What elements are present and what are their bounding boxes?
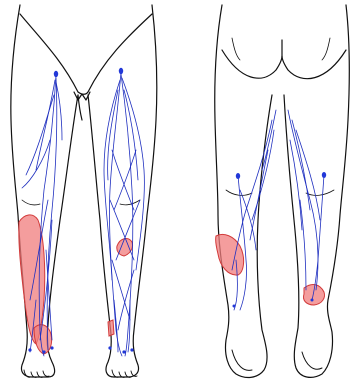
lesion-left-ankle [34, 325, 52, 354]
posterior-left-leg-outline [215, 5, 272, 377]
lesion-left-calf-posterior [216, 234, 244, 275]
anterior-groin-line [20, 14, 152, 94]
posterior-right-leg-outline [284, 5, 349, 377]
node-right-ankle-b [122, 350, 125, 353]
posterior-buttocks [222, 50, 346, 79]
lesion-right-heel-posterior [303, 285, 324, 305]
anterior-left-leg-outline [11, 5, 78, 377]
node-right-ankle-c [130, 348, 133, 351]
anterior-lesions [19, 215, 133, 354]
node-right-ankle-a [108, 346, 111, 349]
anterior-right-leg-outline [88, 5, 157, 377]
node-left-ankle-a [28, 348, 31, 351]
node-left-groin [54, 71, 58, 77]
posterior-left-heel [232, 350, 252, 370]
posterior-vein-network [232, 110, 324, 310]
node-right-heel [311, 299, 314, 302]
node-left-heel [233, 305, 236, 308]
node-left-popliteal [236, 173, 240, 179]
posterior-legs-panel [215, 5, 350, 377]
node-left-ankle-c [50, 346, 53, 349]
lesion-right-ankle-small [108, 320, 114, 336]
lesion-right-calf [117, 239, 133, 256]
posterior-right-heel [302, 352, 322, 369]
node-right-popliteal [322, 172, 326, 178]
node-right-groin [119, 68, 123, 74]
node-left-ankle-b [42, 350, 45, 353]
